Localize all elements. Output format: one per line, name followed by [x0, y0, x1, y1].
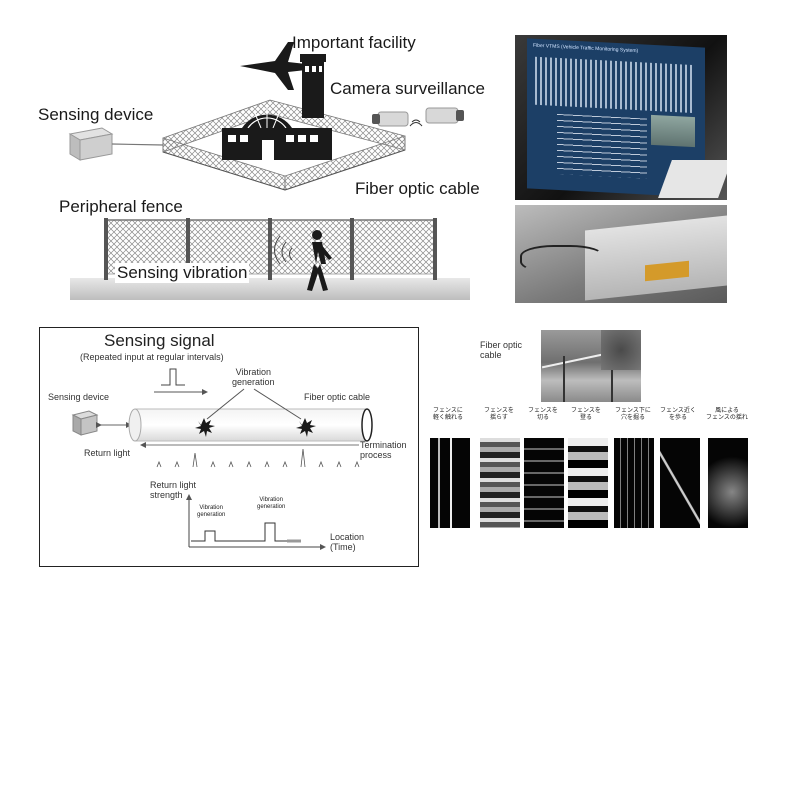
label-important-facility: Important facility: [292, 33, 416, 52]
pattern-caption-6: フェンス近く を歩る: [660, 408, 696, 421]
signal-label-vibration-generation-2: Vibration generation: [257, 497, 286, 510]
fiber-pipe: [134, 408, 368, 442]
pattern-strip-7: [708, 438, 748, 528]
vibration-burst-icon: [195, 418, 316, 437]
camera-icon: [372, 107, 464, 127]
sensing-signal-graphic: [71, 368, 373, 550]
pattern-caption-2: フェンスを 揺らす: [484, 408, 514, 421]
pattern-caption-1: フェンスに 軽く触れる: [432, 408, 463, 421]
fence-photo: [541, 330, 641, 402]
backscatter-peaks: [156, 448, 360, 468]
label-sensing-vibration: Sensing vibration: [115, 263, 250, 283]
signal-label-return-light-strength: Return light strength: [150, 480, 197, 500]
signal-label-vibration-generation-1: Vibration generation: [197, 505, 226, 518]
pattern-caption-4: フェンスを 登る: [571, 408, 601, 421]
signal-label-fiber-optic-cable: Fiber optic cable: [304, 392, 371, 402]
pattern-strip-3: [524, 438, 564, 528]
sensing-signal-diagram: [39, 327, 419, 567]
patterns-label-fiber-optic-cable: Fiber optic cable: [480, 340, 523, 360]
monitor-screen-table: [557, 113, 647, 179]
pattern-strip-2: [480, 438, 520, 528]
signal-label-sensing-device: Sensing device: [48, 392, 110, 402]
signal-label-vibration-generation: Vibration generation: [232, 367, 275, 387]
monitor-photo: Fiber VTMS (Vehicle Traffic Monitoring S…: [515, 35, 727, 200]
facility-building-icon: [222, 54, 332, 160]
walking-person-icon: [307, 230, 332, 291]
signal-label-return-light: Return light: [84, 448, 131, 458]
facility-illustration: [68, 42, 470, 300]
sensing-device-photo: [515, 205, 727, 303]
pattern-strip-1: [430, 438, 470, 528]
device-cable: [520, 245, 604, 273]
signal-label-location-time: Location (Time): [330, 532, 365, 552]
signal-sensing-device-icon: [71, 410, 99, 436]
signal-subtitle: (Repeated input at regular intervals): [80, 352, 224, 362]
signal-label-termination-process: Termination process: [360, 440, 407, 460]
pattern-caption-7: 風による フェンスの揺れ: [706, 408, 748, 421]
monitor-screen-image: [651, 114, 695, 148]
termination-cap: [361, 408, 373, 442]
pattern-strip-5: [614, 438, 654, 528]
airplane-icon: [240, 42, 316, 90]
label-sensing-device: Sensing device: [38, 105, 154, 124]
label-peripheral-fence: Peripheral fence: [59, 197, 183, 216]
return-light-graph: [186, 494, 326, 550]
pattern-caption-3: フェンスを 切る: [528, 408, 558, 421]
signal-title: Sensing signal: [104, 331, 215, 350]
device-unit: [585, 215, 727, 301]
label-fiber-optic-cable: Fiber optic cable: [355, 179, 480, 198]
monitor-screen-waveforms: [535, 56, 695, 114]
perimeter-fence-ring: [162, 99, 406, 191]
pattern-caption-5: フェンス下に 穴を掘る: [615, 408, 651, 421]
peripheral-fence-icon: [70, 218, 470, 300]
pattern-strip-4: [568, 438, 608, 528]
sensing-device-icon: [68, 127, 164, 161]
pattern-strip-6: [660, 438, 700, 528]
input-pulse: [161, 368, 185, 386]
vibration-waves-icon: [274, 235, 293, 265]
label-camera-surveillance: Camera surveillance: [330, 79, 485, 98]
